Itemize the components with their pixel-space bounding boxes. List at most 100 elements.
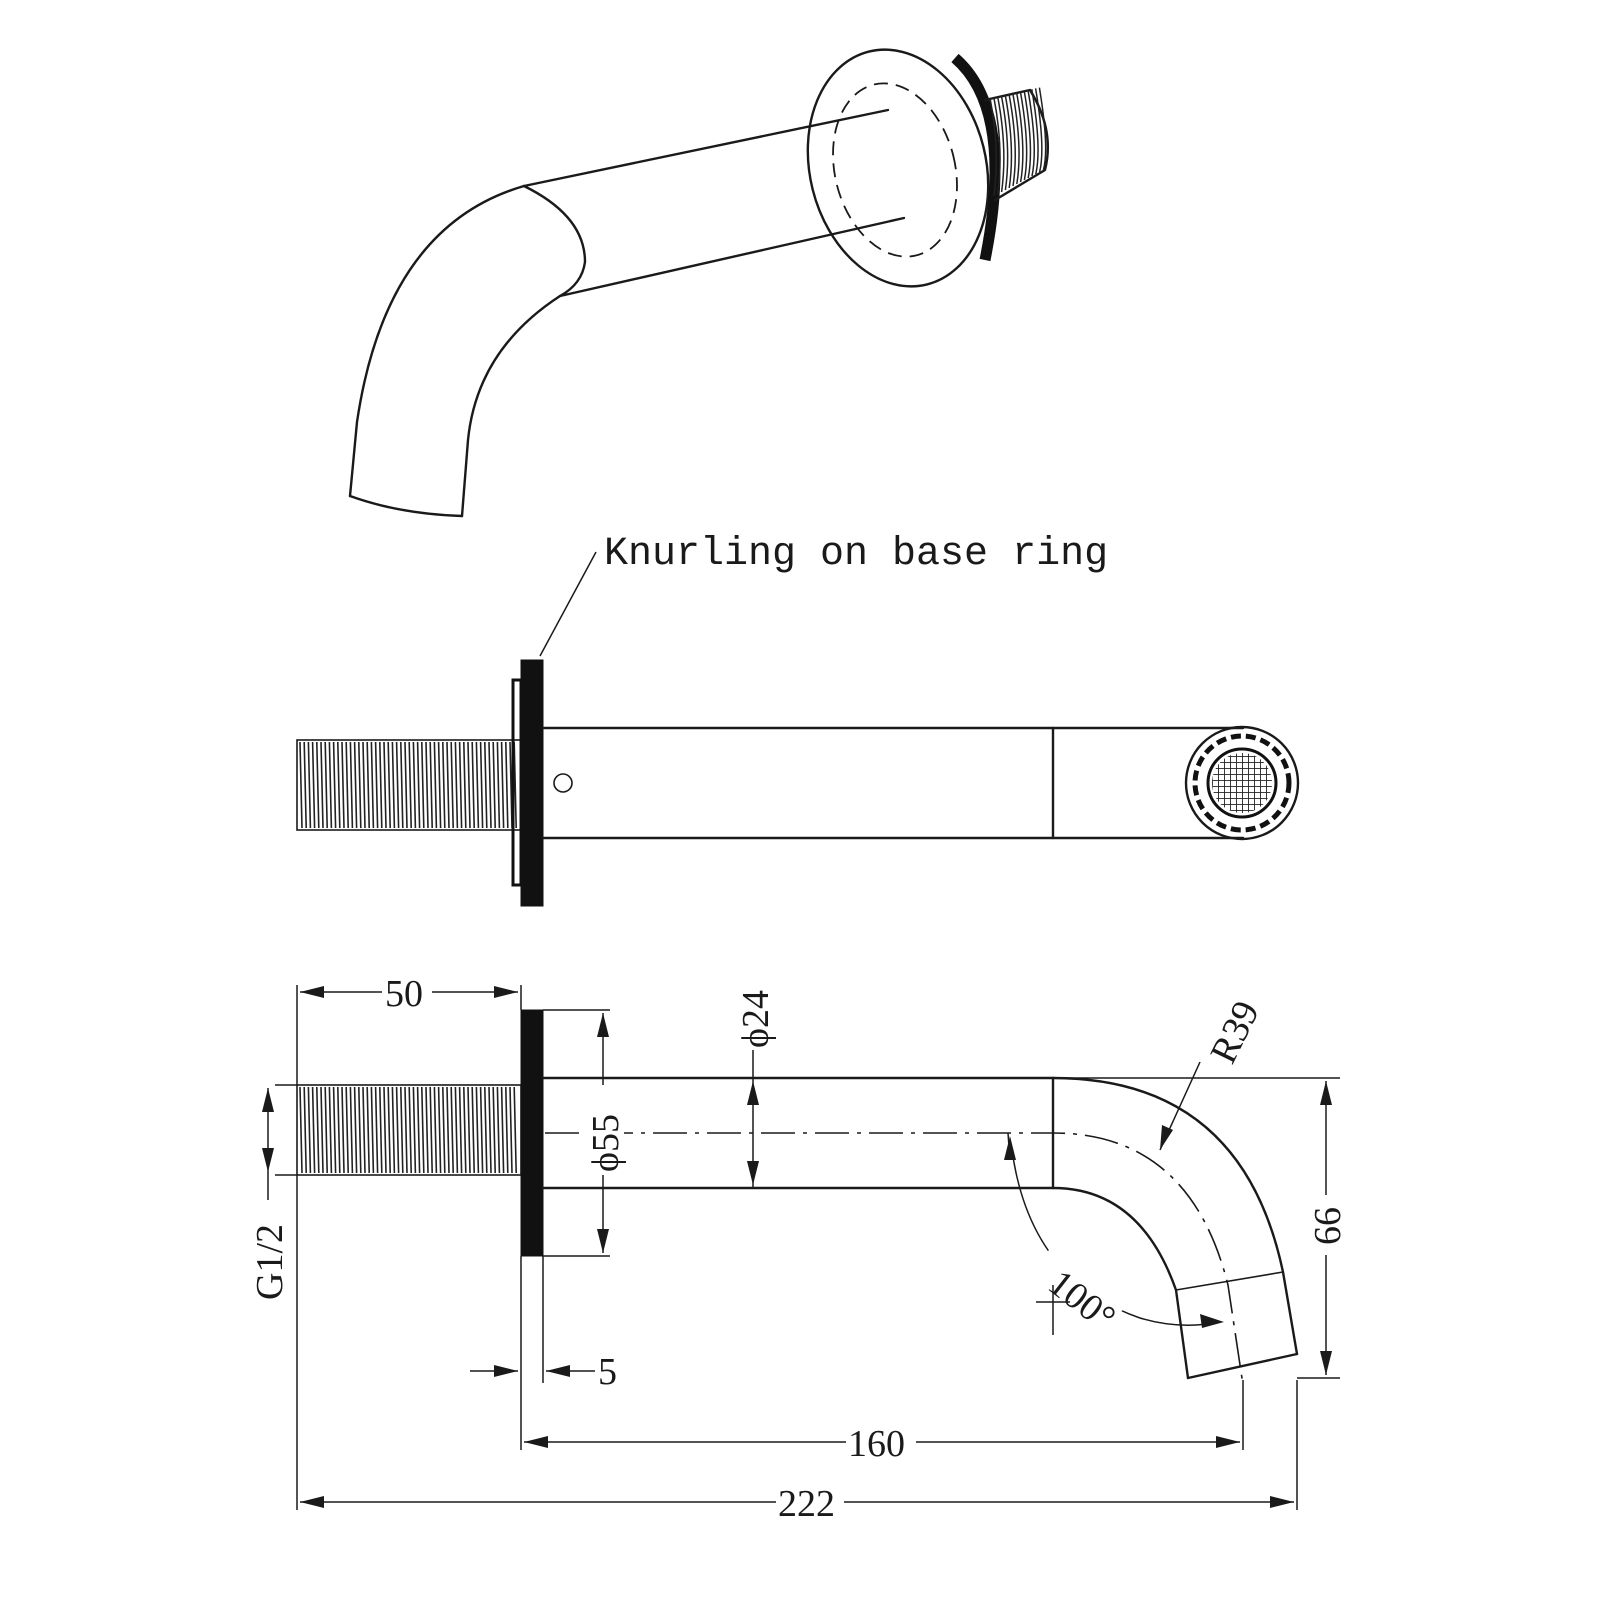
side-thread-lines bbox=[299, 1086, 517, 1174]
thread-line bbox=[488, 741, 492, 829]
thread-line bbox=[362, 1086, 366, 1174]
thread-line bbox=[425, 1086, 429, 1174]
iso-pipe-seam bbox=[522, 184, 587, 298]
top-knurled-ring bbox=[520, 659, 544, 907]
thread-line bbox=[387, 1086, 391, 1174]
side-bend-outer bbox=[1051, 1076, 1299, 1356]
dim-ring-thickness: 5 bbox=[598, 1351, 617, 1393]
thread-line bbox=[488, 1086, 492, 1174]
thread-line bbox=[492, 1086, 496, 1174]
top-view bbox=[296, 659, 1300, 907]
iso-flange-inner-dashed bbox=[832, 82, 958, 258]
thread-line bbox=[463, 1086, 467, 1174]
thread-line bbox=[341, 1086, 345, 1174]
thread-line bbox=[446, 1086, 450, 1174]
thread-line bbox=[383, 741, 387, 829]
thread-line bbox=[463, 741, 467, 829]
thread-line bbox=[429, 741, 433, 829]
thread-line bbox=[387, 741, 391, 829]
thread-line bbox=[366, 1086, 370, 1174]
thread-line bbox=[311, 1086, 316, 1174]
thread-line bbox=[1034, 88, 1043, 173]
thread-line bbox=[429, 1086, 433, 1174]
thread-line bbox=[496, 741, 501, 829]
top-ring-step bbox=[511, 678, 523, 887]
thread-line bbox=[1023, 90, 1032, 179]
thread-line bbox=[479, 741, 484, 829]
thread-line bbox=[1000, 95, 1009, 191]
thread-line bbox=[412, 741, 417, 829]
thread-line bbox=[433, 741, 438, 829]
thread-line bbox=[416, 741, 421, 829]
thread-line bbox=[496, 1086, 501, 1174]
iso-threaded-nipple bbox=[983, 87, 1050, 202]
thread-line bbox=[1012, 93, 1020, 185]
thread-line bbox=[450, 741, 454, 829]
top-aerator-outer bbox=[1184, 725, 1300, 841]
thread-line bbox=[370, 741, 375, 829]
dim-ring-diameter: ϕ55 bbox=[585, 1114, 627, 1172]
thread-line bbox=[391, 741, 396, 829]
thread-line bbox=[492, 741, 496, 829]
thread-line bbox=[395, 1086, 400, 1174]
thread-line bbox=[475, 1086, 480, 1174]
thread-line bbox=[425, 741, 429, 829]
top-thread-lines bbox=[299, 741, 517, 829]
thread-line bbox=[353, 741, 358, 829]
thread-line bbox=[454, 1086, 459, 1174]
thread-line bbox=[442, 1086, 446, 1174]
thread-line bbox=[458, 741, 463, 829]
iso-pipe-bottom bbox=[558, 216, 906, 298]
thread-line bbox=[324, 1086, 328, 1174]
thread-line bbox=[458, 1086, 463, 1174]
thread-line bbox=[332, 741, 337, 829]
thread-line bbox=[1027, 89, 1035, 177]
top-aerator-mesh-rim bbox=[1206, 747, 1278, 819]
side-centerline bbox=[545, 1132, 1244, 1386]
side-view bbox=[296, 1009, 1299, 1386]
thread-line bbox=[1038, 87, 1047, 171]
thread-line bbox=[421, 1086, 425, 1174]
thread-line bbox=[467, 1086, 471, 1174]
dim-overall-length: 222 bbox=[778, 1483, 835, 1525]
thread-line bbox=[500, 1086, 505, 1174]
dimension-arrows bbox=[262, 986, 1332, 1508]
annotation-leader-line bbox=[539, 551, 597, 657]
thread-line bbox=[324, 741, 328, 829]
thread-line bbox=[416, 1086, 421, 1174]
thread-line bbox=[345, 1086, 349, 1174]
iso-flange-edge bbox=[951, 53, 1001, 262]
thread-line bbox=[370, 1086, 375, 1174]
thread-line bbox=[484, 741, 488, 829]
dim-projection: 160 bbox=[848, 1423, 905, 1465]
thread-line bbox=[505, 741, 509, 829]
thread-line bbox=[311, 741, 316, 829]
thread-line bbox=[404, 1086, 408, 1174]
iso-bend-outer bbox=[348, 184, 526, 498]
side-outlet-face bbox=[1186, 1352, 1299, 1380]
thread-line bbox=[400, 1086, 404, 1174]
thread-line bbox=[345, 741, 349, 829]
thread-line bbox=[467, 741, 471, 829]
dim-drop-height: 66 bbox=[1307, 1207, 1349, 1245]
thread-line bbox=[316, 741, 320, 829]
thread-line bbox=[328, 1086, 333, 1174]
side-bend-inner bbox=[1051, 1186, 1190, 1380]
thread-line bbox=[391, 1086, 396, 1174]
thread-line bbox=[366, 741, 370, 829]
thread-line bbox=[1031, 89, 1039, 175]
thread-line bbox=[316, 1086, 320, 1174]
thread-line bbox=[1004, 94, 1013, 189]
thread-line bbox=[299, 741, 303, 829]
thread-line bbox=[1008, 93, 1016, 187]
dimension-labels: 50 ϕ24 ϕ55 R39 G1/2 5 100° 66 160 222 bbox=[249, 972, 1349, 1525]
thread-line bbox=[303, 741, 307, 829]
thread-line bbox=[383, 1086, 387, 1174]
annotation-knurling-text: Knurling on base ring bbox=[604, 532, 1108, 577]
thread-line bbox=[412, 1086, 417, 1174]
thread-line bbox=[349, 741, 354, 829]
thread-line bbox=[408, 741, 412, 829]
thread-line bbox=[993, 97, 1001, 195]
angle-center-mark bbox=[1036, 1285, 1070, 1335]
